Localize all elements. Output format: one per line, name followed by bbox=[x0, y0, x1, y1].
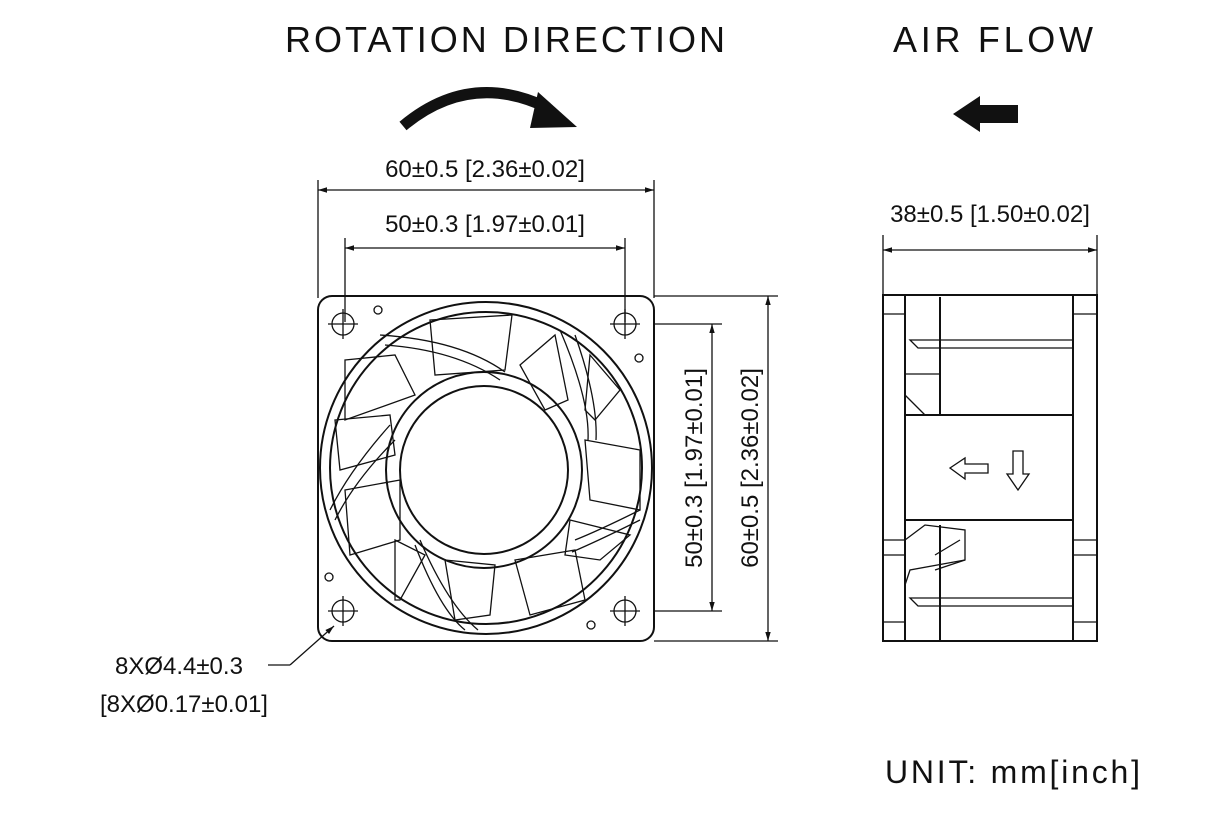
airflow-direction-icon bbox=[948, 456, 989, 481]
rotation-arrow-icon bbox=[399, 87, 577, 131]
hole-label-inch: [8XØ0.17±0.01] bbox=[100, 691, 268, 718]
dim-outer-height: 60±0.5 [2.36±0.02] bbox=[737, 368, 764, 568]
hole-label-mm: 8XØ4.4±0.3 bbox=[115, 653, 243, 680]
rotation-direction-title: ROTATION DIRECTION bbox=[285, 19, 725, 60]
dim-outer-width: 60±0.5 [2.36±0.02] bbox=[385, 156, 585, 183]
dim-hole-width: 50±0.3 [1.97±0.01] bbox=[385, 211, 585, 238]
fan-side-view bbox=[882, 294, 1098, 642]
rotation-direction-down-icon bbox=[1005, 450, 1031, 492]
air-flow-title: AIR FLOW bbox=[893, 19, 1093, 60]
dim-hole-height: 50±0.3 [1.97±0.01] bbox=[681, 368, 708, 568]
unit-label: UNIT: mm[inch] bbox=[885, 754, 1140, 790]
dim-depth: 38±0.5 [1.50±0.02] bbox=[890, 201, 1090, 228]
airflow-arrow-icon bbox=[953, 96, 1018, 132]
mounting-holes bbox=[324, 305, 644, 630]
fan-front-view bbox=[317, 295, 655, 642]
